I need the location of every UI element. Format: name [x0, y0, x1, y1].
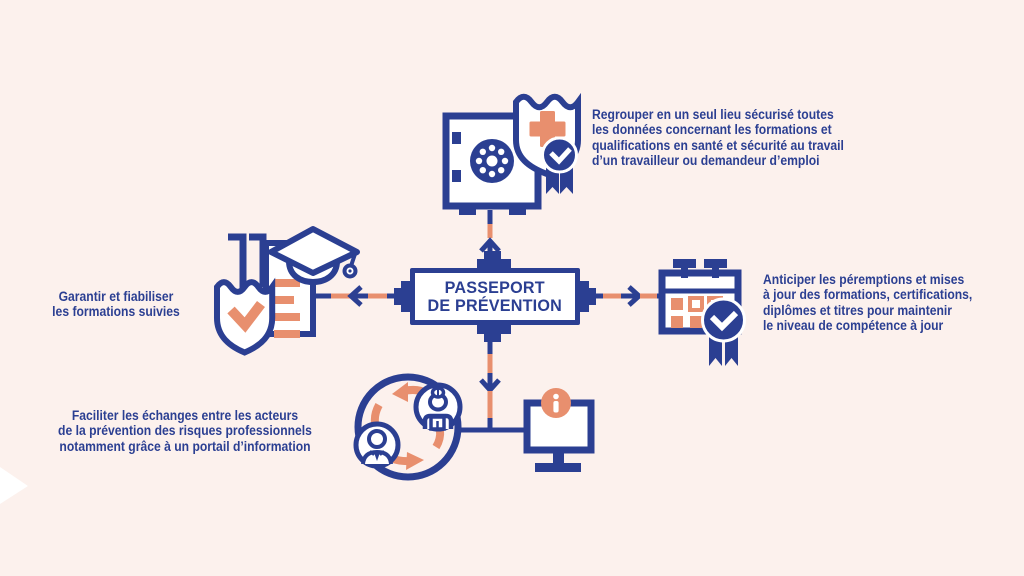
arrow-left-icon [347, 285, 363, 307]
text-line: le niveau de compétence à jour [763, 318, 944, 334]
benefit-text-left: Garantir et fiabiliser les formations su… [35, 289, 197, 320]
connector-right [595, 285, 665, 307]
background-accent-wedge [0, 467, 28, 504]
center-box-title-line1: PASSEPORT [444, 278, 546, 297]
text-line: d’un travailleur ou demandeur d’emploi [592, 153, 820, 169]
safe-dial-icon [470, 139, 514, 183]
employee-avatar [353, 421, 401, 469]
calendar-badge-icon [658, 259, 746, 366]
tie-icon [374, 452, 380, 461]
text-line: Regrouper en un seul lieu sécurisé toute… [592, 107, 834, 122]
text-line: Garantir et fiabiliser [58, 289, 174, 304]
benefit-text-right: Anticiper les péremptions et mises à jou… [763, 272, 972, 334]
medical-cross-icon [529, 111, 566, 147]
monitor-info-icon [523, 388, 595, 472]
people-exchange-cycle-icon [353, 373, 463, 481]
arrow-up-icon [479, 237, 501, 253]
text-line: Anticiper les péremptions et mises [763, 272, 965, 287]
graduation-cap-icon [268, 226, 360, 286]
check-icon [227, 300, 265, 333]
certificate-text-lines [274, 279, 300, 338]
text-line: qualifications en santé et sécurité au t… [592, 137, 844, 153]
connector-top [479, 210, 501, 253]
arrow-right-icon [627, 285, 643, 307]
text-line: les données concernant les formations et [592, 122, 832, 138]
info-badge-icon [541, 388, 571, 418]
passeport-prevention-box: PASSEPORT DE PRÉVENTION [410, 268, 580, 325]
benefit-text-bottom: Faciliter les échanges entre les acteurs… [37, 408, 334, 454]
arrow-down-icon [479, 378, 501, 394]
text-line: notamment grâce à un portail d’informati… [59, 438, 311, 454]
text-line: à jour des formations, certifications, [763, 287, 973, 303]
text-line: Faciliter les échanges entre les acteurs [71, 408, 299, 423]
certificate-graduation-icon [214, 226, 360, 356]
connector-left [313, 285, 396, 307]
center-box-tabs [394, 251, 596, 342]
text-line: les formations suivies [52, 304, 180, 320]
award-ribbon-icon [541, 136, 578, 194]
award-ribbon-icon [701, 297, 746, 366]
center-box-title-line2: DE PRÉVENTION [427, 295, 563, 315]
connector-bottom [456, 342, 530, 433]
benefit-text-top: Regrouper en un seul lieu sécurisé toute… [592, 107, 844, 169]
shield-check-icon [214, 277, 276, 356]
text-line: diplômes et titres pour maintenir [763, 302, 953, 318]
text-line: de la prévention des risques professionn… [58, 423, 312, 439]
check-icon [549, 147, 572, 165]
worker-avatar [413, 382, 463, 432]
check-icon [709, 310, 739, 332]
